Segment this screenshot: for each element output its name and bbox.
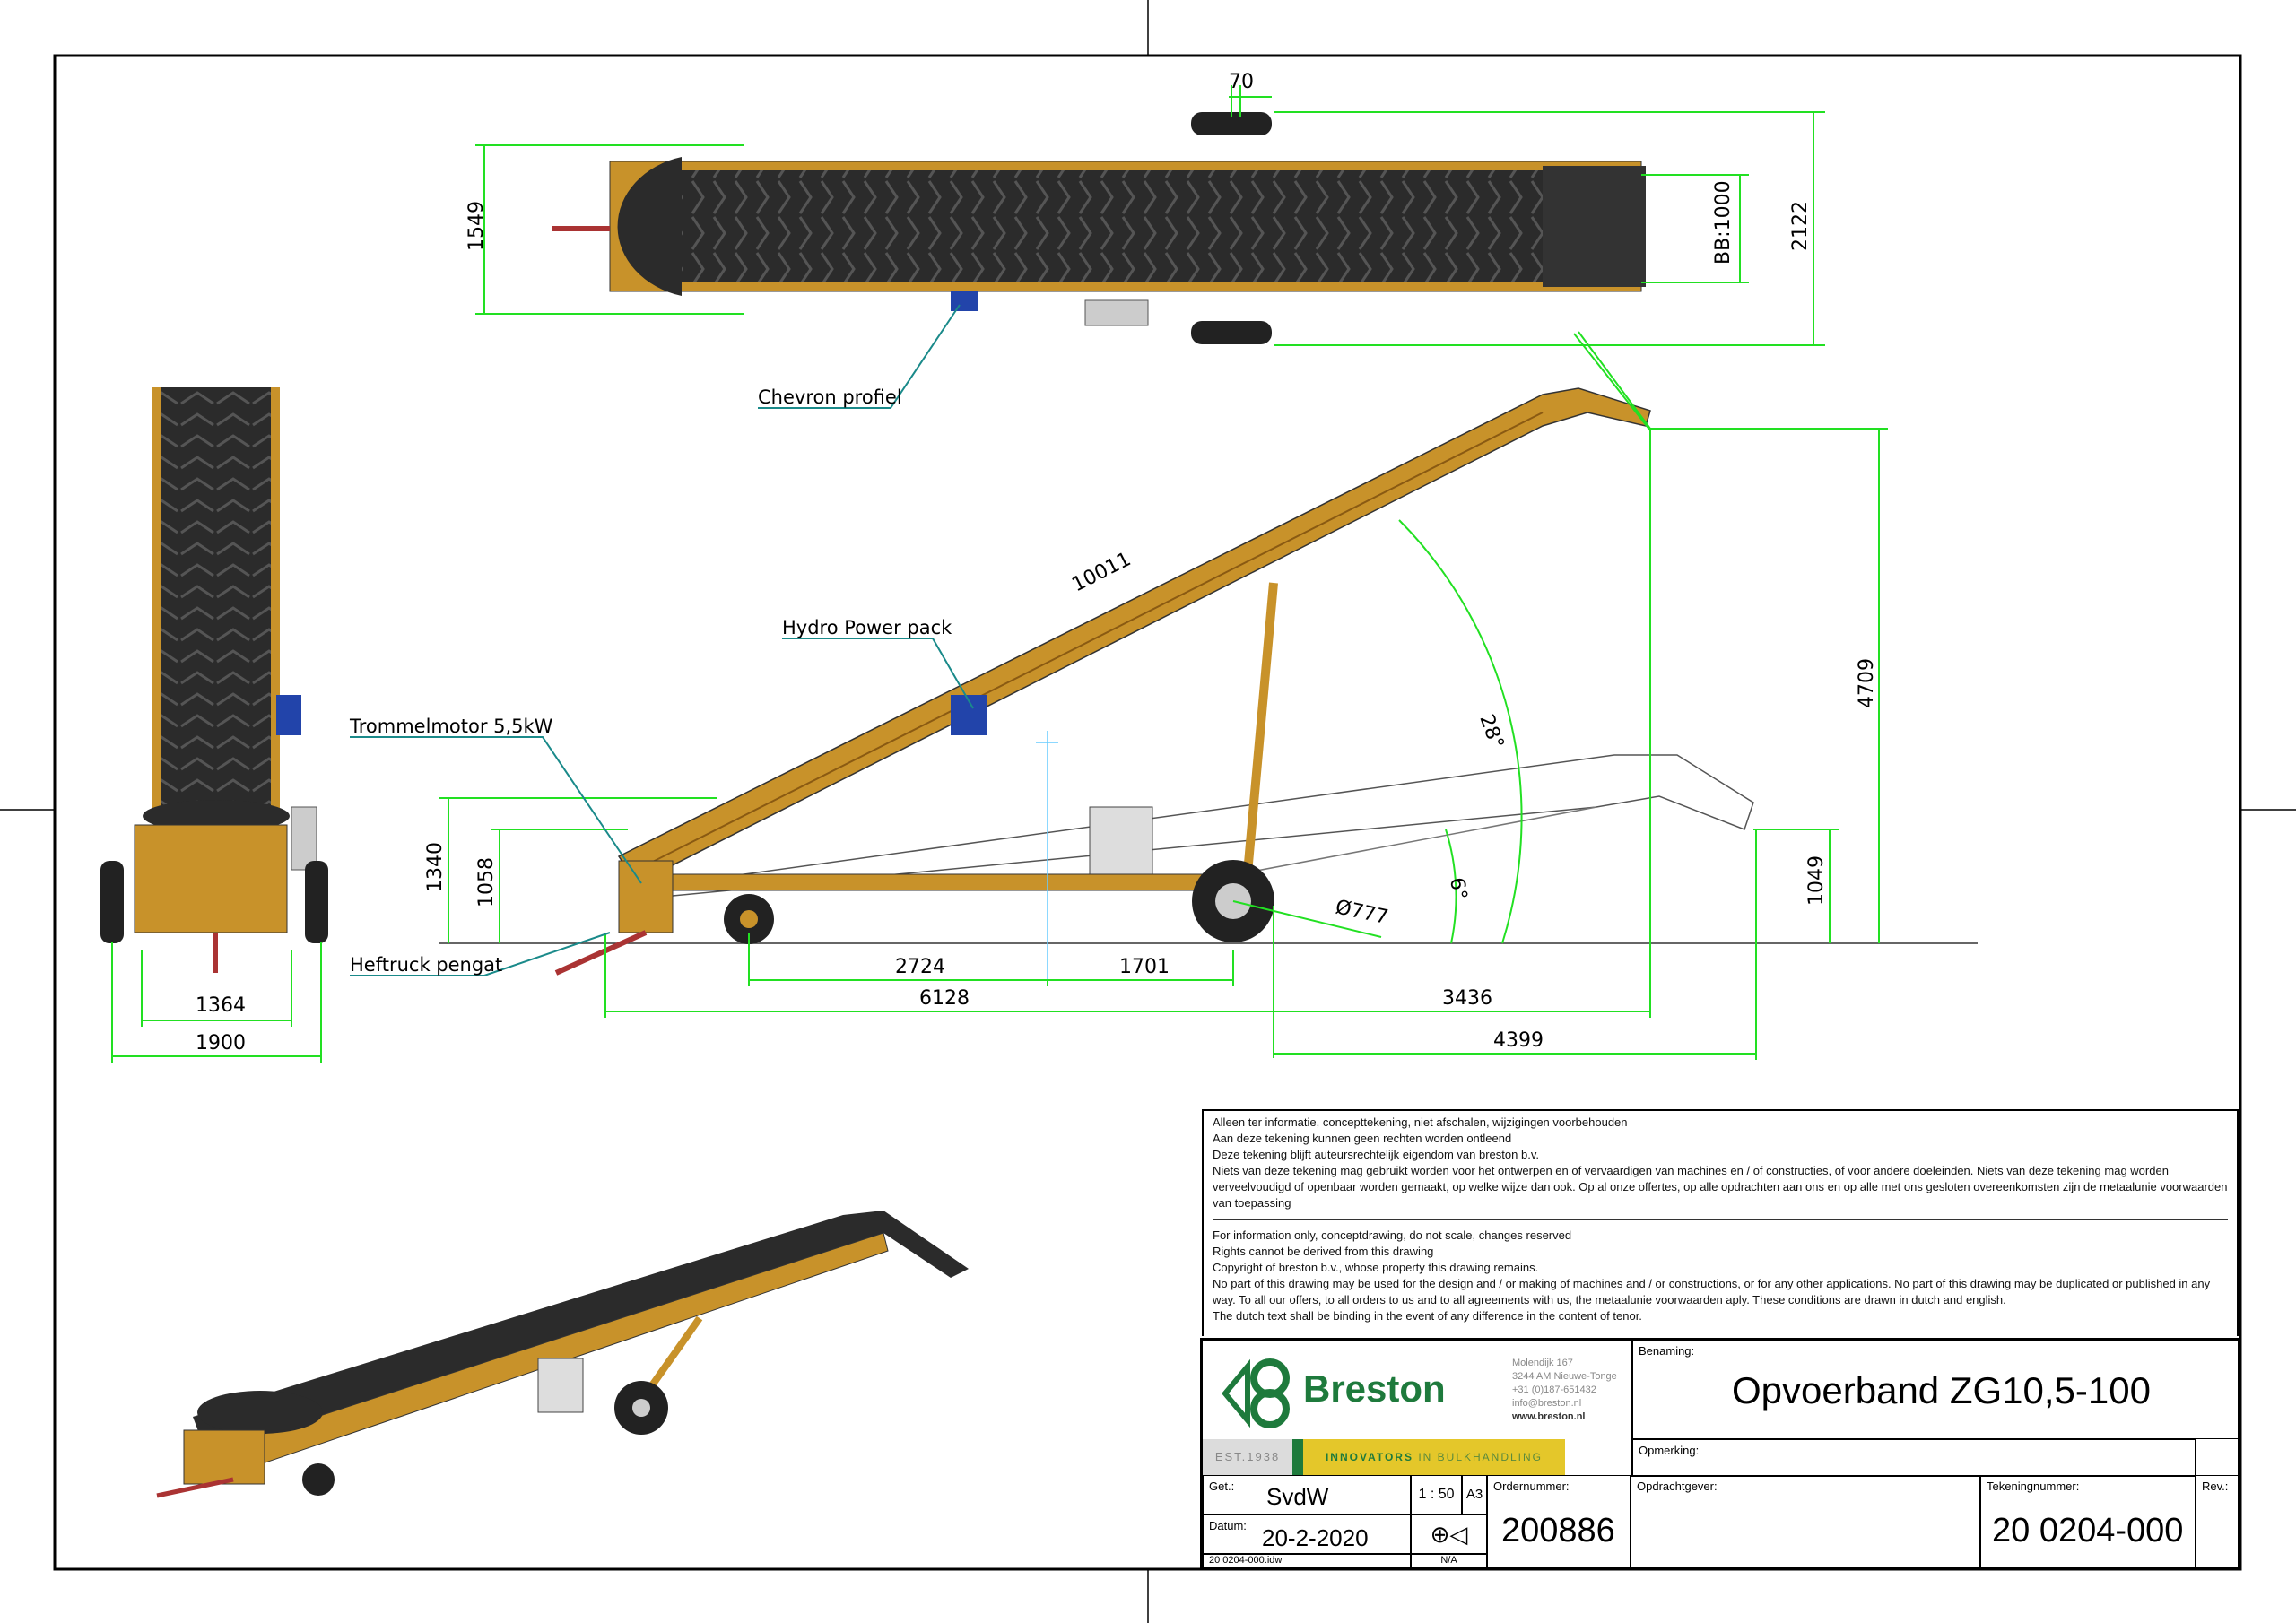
callout-hydro-power-pack: Hydro Power pack bbox=[782, 617, 952, 638]
dim-angle-28: 28° bbox=[1474, 712, 1508, 752]
callout-heftruck-pengat: Heftruck pengat bbox=[350, 954, 502, 976]
dim-belt-width: BB:1000 bbox=[1712, 180, 1735, 265]
note-en-1: For information only, conceptdrawing, do… bbox=[1213, 1228, 1572, 1242]
drawn-by: SvdW bbox=[1266, 1483, 1329, 1510]
ordernummer-cell: Ordernummer:200886 bbox=[1487, 1475, 1631, 1569]
scale: 1 : 50 bbox=[1411, 1475, 1462, 1515]
est-badge: EST.1938 bbox=[1203, 1439, 1292, 1475]
side-view: 10011 28° 6° Ø777 4709 1049 1340 1058 27… bbox=[349, 331, 1978, 1060]
rev-cell: Rev.: bbox=[2196, 1475, 2240, 1569]
na-value: N/A bbox=[1411, 1554, 1487, 1569]
callout-trommelmotor: Trommelmotor 5,5kW bbox=[349, 716, 553, 737]
dim-wheel-diameter: Ø777 bbox=[1334, 896, 1390, 929]
drawing-title: Opvoerband ZG10,5-100 bbox=[1732, 1369, 2151, 1411]
note-nl-3: Deze tekening blijft auteursrechtelijk e… bbox=[1213, 1148, 1539, 1161]
projection-symbol-icon: ⊕◁ bbox=[1411, 1515, 1487, 1554]
tekeningnummer-cell: Tekeningnummer:20 0204-000 bbox=[1980, 1475, 2196, 1569]
dim-1049: 1049 bbox=[1805, 855, 1828, 906]
company-address: Molendijk 167 3244 AM Nieuwe-Tonge +31 (… bbox=[1512, 1358, 1617, 1422]
dim-6128: 6128 bbox=[919, 987, 970, 1010]
dim-10011: 10011 bbox=[1068, 548, 1135, 596]
order-number: 200886 bbox=[1501, 1512, 1615, 1549]
breston-logo-icon bbox=[1222, 1358, 1290, 1428]
dim-4709: 4709 bbox=[1856, 658, 1878, 708]
front-view: 1364 1900 bbox=[100, 387, 328, 1063]
benaming-cell: Benaming: Opvoerband ZG10,5-100 bbox=[1631, 1341, 2240, 1439]
dim-1340: 1340 bbox=[424, 842, 447, 892]
get-cell: Get.:SvdW bbox=[1203, 1475, 1411, 1515]
dim-2122: 2122 bbox=[1789, 201, 1812, 251]
note-nl-4: Niets van deze tekening mag gebruikt wor… bbox=[1213, 1164, 2228, 1210]
opdrachtgever-cell: Opdrachtgever: bbox=[1631, 1475, 1980, 1569]
note-nl-2: Aan deze tekening kunnen geen rechten wo… bbox=[1213, 1132, 1512, 1145]
note-nl-1: Alleen ter informatie, concepttekening, … bbox=[1213, 1115, 1628, 1129]
paper-format: A3 bbox=[1462, 1475, 1487, 1515]
divider bbox=[1213, 1219, 2228, 1220]
dim-4399: 4399 bbox=[1493, 1029, 1544, 1052]
dim-1549: 1549 bbox=[465, 201, 488, 251]
drawing-number: 20 0204-000 bbox=[1992, 1512, 2184, 1549]
company-website: www.breston.nl bbox=[1512, 1411, 1586, 1422]
company-name: Breston bbox=[1303, 1367, 1446, 1410]
dim-70: 70 bbox=[1229, 71, 1254, 93]
opmerking-cell: Opmerking: bbox=[1631, 1439, 2196, 1477]
datum-cell: Datum:20-2-2020 bbox=[1203, 1515, 1411, 1554]
tagline: INNOVATORS IN BULKHANDLING bbox=[1303, 1439, 1565, 1475]
top-view: 70 1549 BB:1000 2122 bbox=[465, 71, 1825, 346]
note-en-2: Rights cannot be derived from this drawi… bbox=[1213, 1245, 1434, 1258]
dim-1701: 1701 bbox=[1119, 956, 1170, 978]
dim-3436: 3436 bbox=[1442, 987, 1492, 1010]
dim-1058: 1058 bbox=[475, 857, 498, 907]
dim-angle-6: 6° bbox=[1445, 876, 1471, 902]
callout-chevron-profiel: Chevron profiel bbox=[758, 386, 902, 408]
dim-2724: 2724 bbox=[895, 956, 945, 978]
isometric-view bbox=[156, 1211, 969, 1498]
title-block: Breston Molendijk 167 3244 AM Nieuwe-Ton… bbox=[1200, 1338, 2240, 1569]
wheel bbox=[1191, 321, 1272, 344]
dim-1900: 1900 bbox=[196, 1032, 246, 1055]
company-logo-area: Breston Molendijk 167 3244 AM Nieuwe-Ton… bbox=[1203, 1341, 1631, 1475]
disclaimer-notes: Alleen ter informatie, concepttekening, … bbox=[1202, 1109, 2239, 1336]
wheel bbox=[1191, 112, 1272, 135]
file-name: 20 0204-000.idw bbox=[1203, 1554, 1411, 1569]
date: 20-2-2020 bbox=[1262, 1524, 1369, 1551]
note-en-4: No part of this drawing may be used for … bbox=[1213, 1277, 2211, 1306]
note-en-3: Copyright of breston b.v., whose propert… bbox=[1213, 1261, 1539, 1274]
dim-1364: 1364 bbox=[196, 994, 246, 1017]
note-en-5: The dutch text shall be binding in the e… bbox=[1213, 1309, 1642, 1323]
